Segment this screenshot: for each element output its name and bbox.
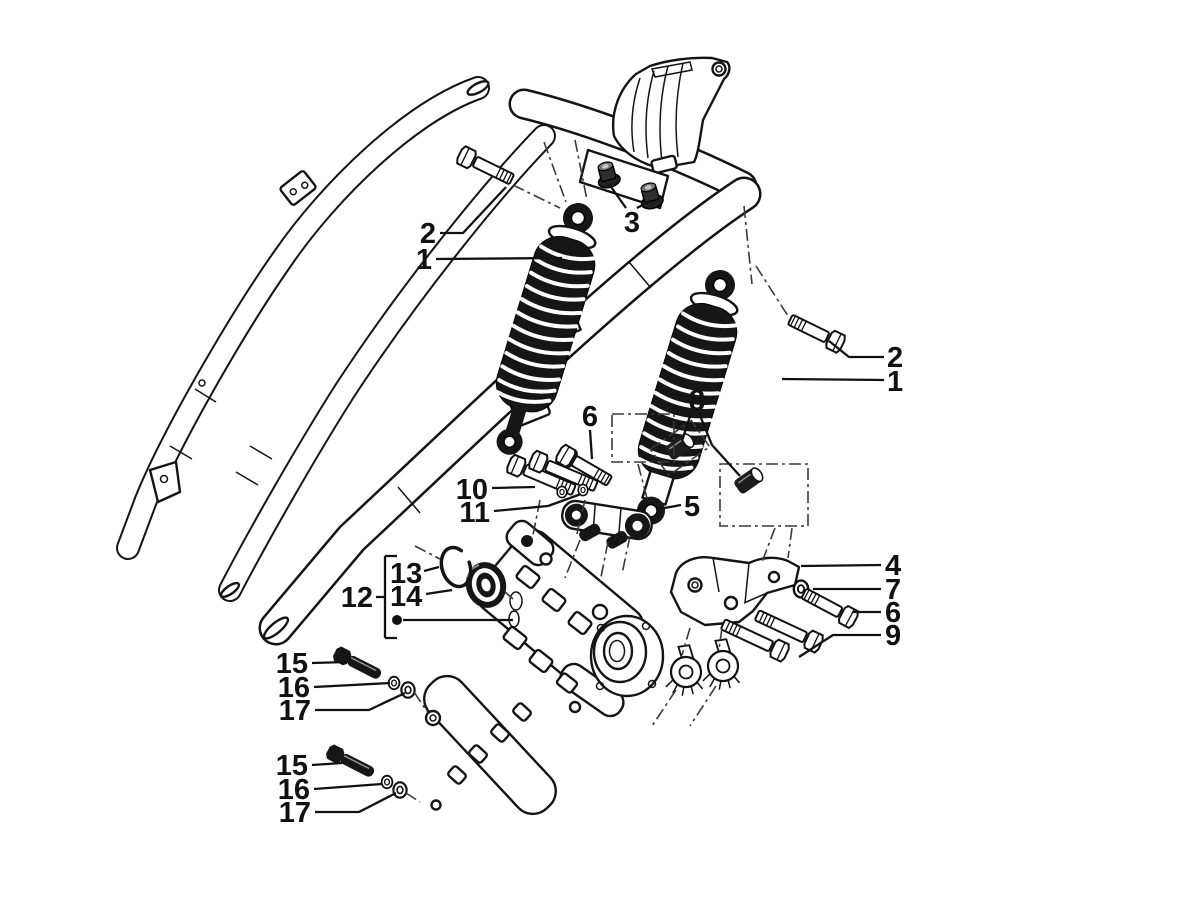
callout-15-upper: 15: [276, 648, 308, 680]
callout-7: 7: [885, 574, 901, 606]
tube-end-cap: [262, 616, 290, 640]
washer-16-lower: [380, 774, 394, 790]
washer-17-lower: [392, 781, 408, 799]
upper-mount-plate: [578, 148, 670, 212]
frame-bracket: [279, 170, 317, 206]
callout-leaders: [311, 183, 885, 814]
callout-2-left: 2: [420, 218, 436, 250]
heat-shield-lug-hole: [711, 61, 727, 77]
bushing-8: [732, 464, 767, 496]
fasteners: [323, 144, 861, 799]
callout-2-right: 2: [887, 342, 903, 374]
callout-10: 10: [456, 474, 488, 506]
callout-5: 5: [684, 491, 700, 523]
callout-9: 9: [885, 620, 901, 652]
casting-foot-hole: [430, 799, 442, 811]
shock-absorber-left: [487, 203, 604, 455]
washer-17-upper: [400, 681, 416, 699]
bearing: [465, 562, 507, 608]
support-bracket: [669, 556, 801, 627]
callout-12: 12: [341, 582, 373, 614]
callout-14: 14: [390, 581, 422, 613]
washer-16-upper: [387, 675, 401, 691]
tube-end-cap: [219, 581, 241, 599]
callout-6-right: 6: [885, 597, 901, 629]
washer-11: [556, 485, 568, 499]
kit-dot: [392, 615, 402, 625]
callout-16-lower: 16: [278, 774, 310, 806]
callout-11: 11: [459, 497, 490, 529]
callout-15-lower: 15: [276, 750, 308, 782]
casting-ear-boss: [424, 709, 442, 727]
callout-13: 13: [390, 558, 422, 590]
axle-hub: [589, 614, 665, 698]
bearing-seat: [509, 591, 523, 611]
callout-17-upper: 17: [279, 695, 311, 727]
bolt-15-upper: [330, 644, 385, 684]
casting-lattice: [447, 564, 593, 785]
tube-end-cap: [466, 80, 490, 96]
casting-pivot-hole: [521, 535, 533, 547]
callout-16-upper: 16: [278, 672, 310, 704]
heat-shield-tab: [650, 154, 678, 175]
callout-8: 8: [689, 385, 705, 417]
casting-pivot-hole: [539, 552, 553, 566]
callout-1-left: 1: [416, 244, 432, 276]
casting-leg-hole: [568, 700, 582, 714]
callout-6-upper: 6: [582, 401, 598, 433]
callout-17-lower: 17: [279, 797, 311, 829]
callout-3: 3: [624, 207, 640, 239]
casting-hole: [591, 603, 609, 621]
callout-labels: 2 1 3 2 1 8 6 10 11 5 13 12 14 4 7 6 9 1…: [276, 207, 903, 829]
snap-ring: [439, 545, 473, 589]
callout-1-right: 1: [887, 366, 903, 398]
callout-4: 4: [885, 550, 901, 582]
detail-box: [719, 463, 809, 527]
heat-shield: [611, 56, 731, 175]
bolt-6-right: [798, 583, 861, 630]
bolt-15-lower: [323, 742, 378, 782]
detail-box: [611, 413, 675, 463]
swing-arm-casting: [423, 519, 665, 816]
